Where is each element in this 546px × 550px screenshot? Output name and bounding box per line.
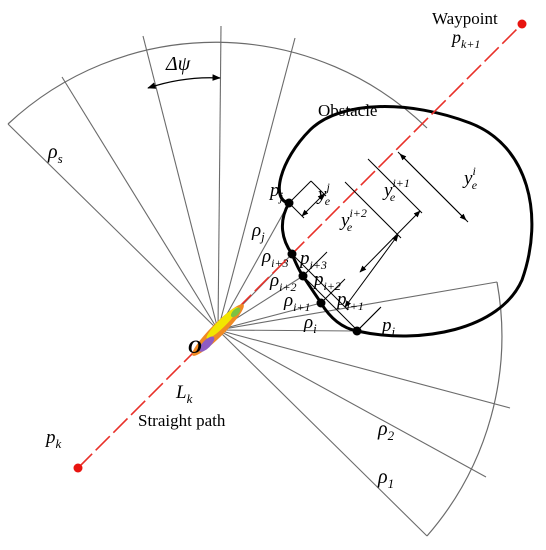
waypoint-pk1-dot <box>517 19 527 29</box>
ye-i-arrow <box>399 153 467 221</box>
fan-ray-9 <box>217 329 428 537</box>
point-pi <box>352 326 362 336</box>
sensor-fan <box>7 25 511 537</box>
fan-ray-4 <box>217 25 222 331</box>
ye-i2-arrow <box>344 234 399 308</box>
obstacle-boundary <box>277 105 534 338</box>
delta-psi-arc <box>147 74 221 89</box>
ye-i1-ext-b <box>302 275 358 331</box>
straight-path-label: Straight path <box>138 411 226 430</box>
fan-ray-7 <box>217 329 511 409</box>
rho-i-label: ρi <box>303 312 317 336</box>
waypoint-label: Waypoint <box>432 9 498 28</box>
point-pi3 <box>287 249 297 259</box>
rho-2-label: ρ2 <box>377 418 395 443</box>
offset-measures <box>288 151 469 332</box>
point-pi2 <box>298 271 308 281</box>
rho-i1-label: ρi+1 <box>283 290 311 314</box>
p-i-label: pi <box>380 315 396 339</box>
rho-j-label: ρj <box>251 220 265 244</box>
p-i3-label: pi+3 <box>298 248 327 272</box>
ye-j-ext-a <box>310 180 327 197</box>
rho-1-label: ρ1 <box>377 466 394 491</box>
rho-i3-label: ρi+3 <box>261 246 289 270</box>
p-i2-label: pi+2 <box>312 269 341 293</box>
waypoint-pk-dot <box>73 463 83 473</box>
fan-ray-5 <box>217 37 296 331</box>
fan-ray-pj <box>217 202 290 331</box>
pj-label: pj <box>268 180 284 204</box>
ye-i1-arrow <box>359 210 421 273</box>
ye-j-arrow <box>301 193 325 217</box>
p-i1-label: pi+1 <box>335 289 364 313</box>
fan-ray-2 <box>61 76 219 331</box>
ye-i2-ext-b <box>291 253 349 311</box>
lk-label: Lk <box>175 382 193 406</box>
fan-outer-arc <box>7 41 503 537</box>
ye-i1-perp <box>320 278 346 304</box>
point-pj <box>284 198 294 208</box>
rho-s-label: ρs <box>47 141 63 166</box>
point-pi1 <box>316 298 326 308</box>
vessel-icon <box>192 304 244 356</box>
ye-i2-perp <box>302 251 328 277</box>
fan-ray-1 <box>7 123 219 331</box>
straight-path-line <box>77 23 523 469</box>
ye-j-perp <box>288 180 312 204</box>
origin-label: O <box>188 337 202 358</box>
fan-ray-pi1 <box>217 302 322 331</box>
rho-i2-label: ρi+2 <box>269 270 297 294</box>
ye-i-ext-b <box>356 307 381 332</box>
pk-label: pk <box>44 427 62 451</box>
obstacle-label: Obstacle <box>318 101 377 120</box>
fan-ray-pi <box>217 329 358 332</box>
fan-ray-8 <box>217 329 487 478</box>
pk1-label: pk+1 <box>450 27 480 51</box>
delta-psi-label: Δψ <box>165 53 191 75</box>
